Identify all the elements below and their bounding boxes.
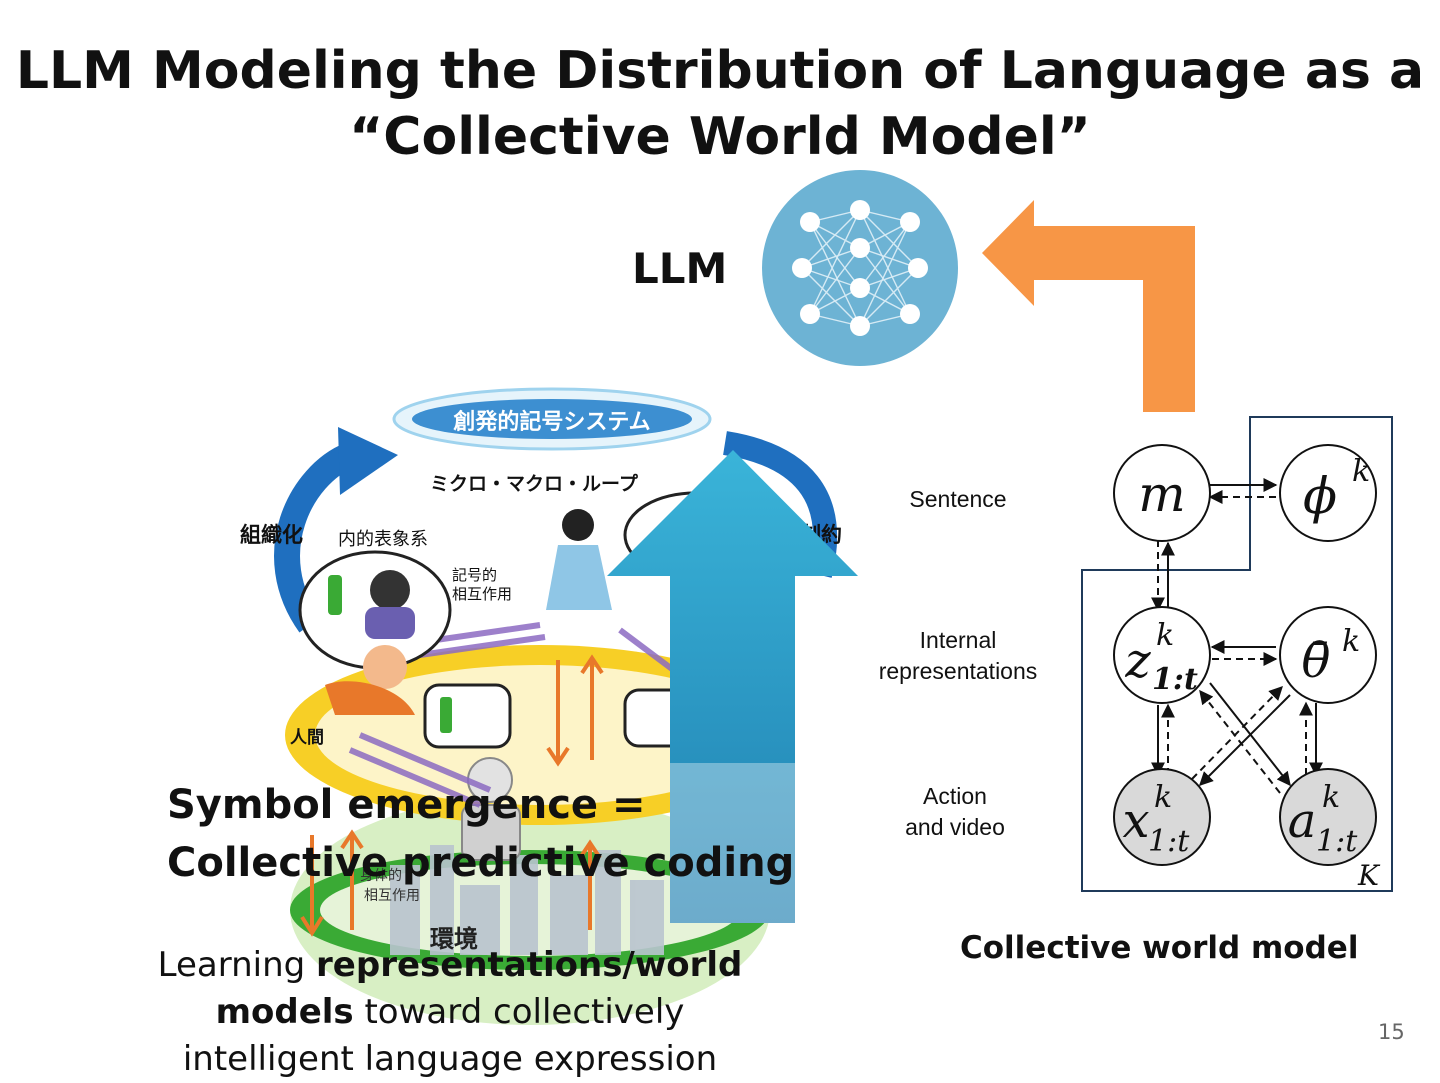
- llm-label: LLM: [632, 244, 728, 293]
- title-line-2: “Collective World Model”: [349, 107, 1091, 167]
- node-phi-superscript: k: [1352, 454, 1370, 489]
- node-x-subscript: 1:t: [1148, 824, 1190, 859]
- pgm-label-action-2: and video: [905, 814, 1005, 840]
- pgm-label-action-1: Action: [923, 783, 987, 809]
- collage-banner-text: 創発的記号システム: [453, 409, 650, 435]
- collage-physical-1: 身体的: [360, 868, 402, 884]
- learning-line-1: Learning representations/world: [130, 942, 770, 989]
- plate-label: K: [1357, 859, 1381, 892]
- blue-up-arrow: [607, 450, 858, 923]
- learning-line-3: intelligent language expression: [182, 1039, 718, 1079]
- node-x-label: x: [1122, 793, 1149, 849]
- title-line-1: LLM Modeling the Distribution of Languag…: [15, 41, 1425, 101]
- collage-loop-text: ミクロ・マクロ・ループ: [430, 472, 639, 495]
- learning-line-2: models toward collectively: [130, 989, 770, 1036]
- collage-internal-text: 内的表象系: [338, 529, 428, 550]
- collage-physical-2: 相互作用: [364, 888, 420, 904]
- learning-part-1: Learning: [157, 945, 317, 985]
- node-z-label: z: [1124, 633, 1151, 689]
- pgm-label-internal: Internal representations: [858, 625, 1058, 687]
- symbol-emergence-line-1: Symbol emergence =: [167, 782, 646, 828]
- node-theta-label: θ̄: [1302, 633, 1331, 689]
- pgm-label-sentence: Sentence: [858, 484, 1058, 515]
- collage-symbolic-2: 相互作用: [452, 585, 512, 603]
- node-phi-label: ϕ: [1303, 467, 1337, 525]
- pgm-caption: Collective world model: [960, 930, 1359, 966]
- pgm-label-action: Action and video: [855, 781, 1055, 843]
- node-x-superscript: k: [1154, 780, 1172, 815]
- learning-description: Learning representations/world models to…: [130, 942, 770, 1083]
- node-a-subscript: 1:t: [1316, 824, 1358, 859]
- collage-symbolic-1: 記号的: [452, 566, 497, 584]
- node-a-superscript: k: [1322, 780, 1340, 815]
- orange-arrow: [982, 200, 1195, 412]
- neural-network-icon: [762, 170, 958, 366]
- node-a-label: a: [1288, 793, 1317, 849]
- symbol-emergence-line-2: Collective predictive coding: [167, 840, 795, 886]
- collage-environment-text: 環境: [430, 925, 478, 953]
- slide-title: LLM Modeling the Distribution of Languag…: [0, 38, 1440, 170]
- pgm-label-internal-2: representations: [878, 658, 1038, 684]
- collage-organize-text: 組織化: [240, 523, 303, 547]
- learning-bold-2: models: [215, 992, 354, 1032]
- node-z-superscript: k: [1156, 618, 1174, 653]
- graphical-model: K m ϕ k z k 1:t θ̄ k x k 1:t a k 1:t: [1081, 416, 1393, 892]
- symbol-emergence-text: Symbol emergence = Collective predictive…: [167, 776, 794, 892]
- node-m-label: m: [1138, 465, 1185, 523]
- node-z-subscript: 1:t: [1152, 662, 1198, 697]
- learning-bold-1: representations/world: [316, 945, 743, 985]
- pgm-label-sentence-text: Sentence: [909, 486, 1007, 512]
- learning-part-2: toward collectively: [353, 992, 685, 1032]
- page-number: 15: [1378, 1020, 1405, 1044]
- collage-human-text: 人間: [290, 728, 324, 748]
- pgm-label-internal-1: Internal: [919, 627, 997, 653]
- node-theta-superscript: k: [1342, 624, 1360, 659]
